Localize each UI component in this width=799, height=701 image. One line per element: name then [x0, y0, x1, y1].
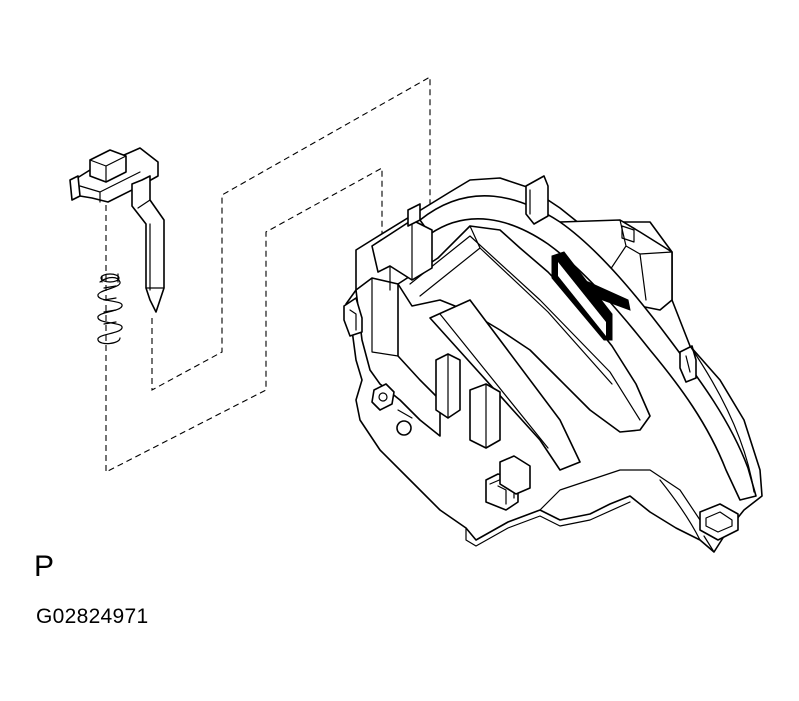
- housing-top-rim: [419, 195, 757, 501]
- coil-spring: [97, 273, 123, 345]
- lever-arm: [131, 175, 165, 313]
- housing-top-tab: [525, 175, 549, 225]
- housing-right-foot: [699, 503, 739, 541]
- lever-bracket-part: [69, 147, 165, 313]
- housing-left-clip: [343, 297, 363, 337]
- guide-line-outer: [105, 167, 383, 473]
- housing-screw-boss: [396, 420, 412, 436]
- guide-line-inner: [151, 76, 431, 391]
- housing-post-right: [469, 383, 501, 449]
- bracket-top-block: [89, 149, 127, 183]
- figure-id-label: G02824971: [36, 605, 149, 628]
- shift-lever-housing: [343, 175, 763, 553]
- housing-long-slot: [429, 299, 581, 471]
- view-letter-label: P: [34, 550, 55, 583]
- bracket-side-tab: [69, 175, 81, 201]
- housing-left-riser: [371, 219, 433, 281]
- housing-front-wall: [355, 277, 441, 437]
- assembly-guide-lines: [105, 76, 431, 473]
- housing-mount-hole-left: [371, 383, 395, 411]
